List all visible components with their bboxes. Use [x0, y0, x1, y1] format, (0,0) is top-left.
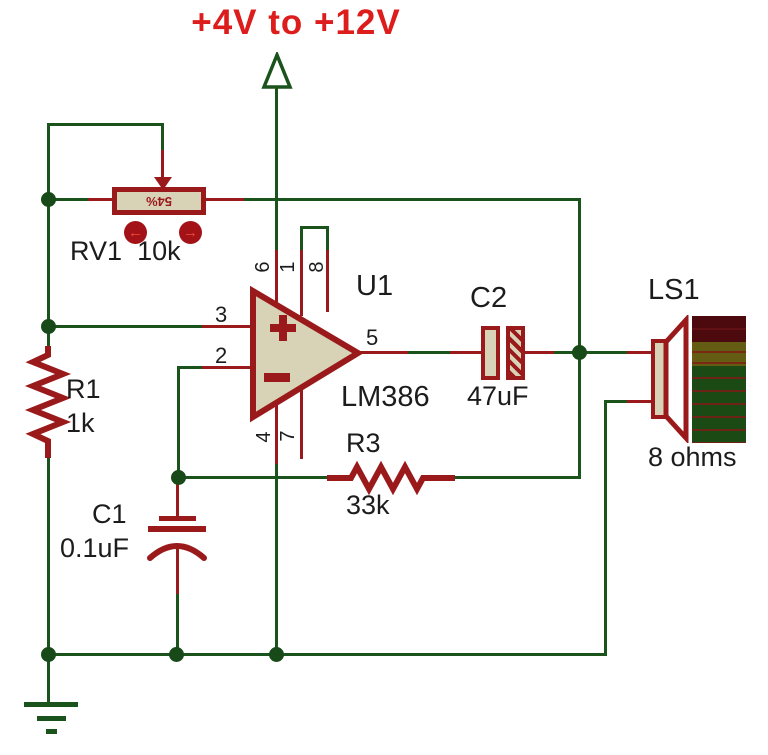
- output-wire-2: [552, 351, 630, 354]
- junction-dot: [169, 647, 184, 662]
- r1-ref: R1: [66, 374, 101, 404]
- output-wire-1: [406, 351, 452, 354]
- pin4-wire-green: [275, 462, 278, 656]
- pot-row-right: [242, 198, 581, 201]
- supply-voltage-label: +4V to +12V: [191, 3, 401, 42]
- supply-vertical-wire: [275, 86, 278, 252]
- junction-dot: [41, 192, 56, 207]
- grille-stripe-olive: [692, 342, 746, 366]
- speaker-lead-bottom: [627, 400, 655, 403]
- speaker-grille: [692, 316, 746, 443]
- pin1-lead: [300, 250, 303, 316]
- pin3-wire: [47, 325, 205, 328]
- rv1-value: 10k: [137, 236, 181, 266]
- ground-bar-2: [37, 716, 66, 721]
- u1-value: LM386: [341, 381, 430, 413]
- pin2-number: 2: [215, 343, 228, 368]
- gain-bracket-left: [300, 226, 303, 253]
- wiper-wire: [161, 123, 164, 153]
- grille-stripe-green: [692, 366, 746, 443]
- ground-bar-1: [24, 702, 78, 707]
- r3-value: 33k: [346, 490, 390, 520]
- pot-lead-right: [204, 198, 244, 201]
- minus-sign: [264, 373, 290, 382]
- knob-decrease-button[interactable]: ←: [124, 221, 147, 244]
- c1-plate-curved: [147, 543, 207, 561]
- ls1-value: 8 ohms: [648, 442, 737, 472]
- resistor-r1: [24, 346, 72, 458]
- c1-ref: C1: [92, 499, 127, 529]
- left-arrow-icon: ←: [128, 224, 143, 241]
- pot-lead-left: [88, 198, 114, 201]
- rv1-ref: RV1: [70, 236, 123, 266]
- ground-stub: [47, 653, 50, 706]
- pin7-number: 7: [276, 430, 299, 442]
- pin5-lead: [354, 351, 408, 354]
- pot-setting-label: 54%: [145, 193, 173, 209]
- pot-wiper-arrow: [154, 177, 172, 190]
- c1-tbar: [159, 516, 196, 521]
- pin4-lead: [275, 398, 278, 464]
- c1-plate-straight: [148, 526, 206, 532]
- pin6-lead: [275, 250, 278, 306]
- speaker-return-h: [604, 400, 630, 403]
- resistor-r3: [327, 460, 455, 496]
- feedback-row-right: [452, 476, 581, 479]
- c1-lead-top: [176, 479, 179, 521]
- left-rail-upper: [47, 123, 50, 355]
- potentiometer-rv1: 54%: [112, 187, 206, 215]
- gain-bracket-top: [300, 226, 329, 229]
- c2-plate-left: [481, 326, 500, 380]
- feedback-vertical: [578, 198, 581, 479]
- pin2-lead: [202, 366, 255, 369]
- pin3-number: 3: [215, 302, 228, 327]
- ground-bar-3: [46, 729, 57, 734]
- junction-dot: [269, 647, 284, 662]
- speaker-return-v: [604, 400, 607, 656]
- junction-dot: [41, 319, 56, 334]
- pin2-wire-h: [177, 366, 205, 369]
- c2-lead-right: [523, 351, 554, 354]
- ground-rail: [47, 653, 607, 656]
- junction-dot: [572, 345, 587, 360]
- speaker-lead-top: [627, 351, 655, 354]
- pin8-number: 8: [305, 261, 328, 273]
- feedback-row-left: [177, 476, 328, 479]
- pin6-number: 6: [251, 261, 274, 273]
- c1-ground-wire: [176, 592, 179, 656]
- ls1-ref: LS1: [648, 274, 700, 306]
- r3-ref: R3: [346, 428, 381, 458]
- power-arrow-icon: [261, 52, 293, 89]
- pin3-lead: [202, 325, 255, 328]
- plus-sign: [279, 315, 287, 341]
- opamp-u1: [250, 285, 364, 423]
- c2-ref: C2: [470, 282, 508, 314]
- c1-value: 0.1uF: [60, 533, 130, 563]
- r1-value: 1k: [66, 408, 95, 438]
- c2-value: 47uF: [467, 381, 529, 411]
- right-arrow-icon: →: [183, 224, 198, 241]
- grille-stripe-maroon: [692, 316, 746, 342]
- pin1-number: 1: [276, 261, 299, 273]
- junction-dot: [171, 470, 186, 485]
- speaker-cone: [663, 315, 689, 443]
- junction-dot: [41, 647, 56, 662]
- pin8-lead: [326, 250, 329, 312]
- u1-ref: U1: [356, 270, 394, 302]
- c2-lead-left: [450, 351, 483, 354]
- gain-bracket-right: [326, 226, 329, 253]
- pin7-lead: [300, 383, 303, 459]
- c1-lead-bottom: [176, 548, 179, 594]
- pin5-number: 5: [366, 325, 379, 350]
- rv1-label: RV1 10k: [70, 236, 181, 267]
- left-rail-lower: [47, 450, 50, 656]
- c2-plate-right: [506, 326, 525, 380]
- pin2-wire-v: [177, 366, 180, 479]
- wiper-lead: [161, 150, 164, 180]
- pin4-number: 4: [252, 431, 275, 443]
- pot-row-left: [47, 198, 91, 201]
- knob-increase-button[interactable]: →: [179, 221, 202, 244]
- wire-top-left: [47, 123, 164, 126]
